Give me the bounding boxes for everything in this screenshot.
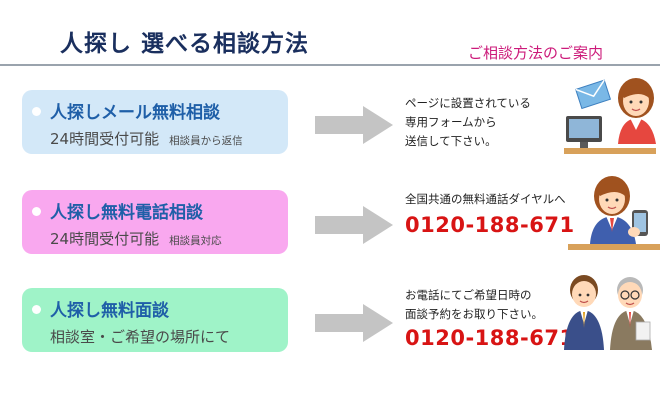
- mail-consult-button[interactable]: 人探しメール無料相談 24時間受付可能相談員から返信: [22, 90, 288, 154]
- hours-text: 24時間受付可能: [50, 230, 160, 248]
- header-divider: [0, 64, 660, 66]
- right-arrow-icon: [315, 304, 393, 342]
- info-line: 面談予約をお取り下さい。: [405, 307, 543, 321]
- info-line: 専用フォームから: [405, 115, 497, 129]
- method-row-mail: 人探しメール無料相談 24時間受付可能相談員から返信 ページに設置されている 専…: [0, 78, 660, 176]
- phone-instructions: 全国共通の無料通話ダイヤルへ 0120-188-671: [405, 190, 575, 237]
- meeting-consult-button[interactable]: 人探し無料面談 相談室・ご希望の場所にて: [22, 288, 288, 352]
- method-note: 相談員から返信: [169, 135, 243, 147]
- method-hours: 相談室・ご希望の場所にて: [50, 328, 231, 346]
- info-line: 全国共通の無料通話ダイヤルへ: [405, 192, 566, 206]
- right-arrow-icon: [315, 106, 393, 144]
- method-title: 人探しメール無料相談: [50, 103, 220, 123]
- right-arrow-icon: [315, 206, 393, 244]
- method-hours: 24時間受付可能相談員から返信: [50, 128, 243, 149]
- phone-number-link[interactable]: 0120-188-671: [405, 213, 575, 237]
- consultants-illustration: [564, 275, 652, 350]
- page-title: 人探し 選べる相談方法: [60, 31, 310, 57]
- method-row-phone: 人探し無料電話相談 24時間受付可能相談員対応 全国共通の無料通話ダイヤルへ 0…: [0, 176, 660, 276]
- bullet-icon: [32, 305, 41, 314]
- phone-consult-button[interactable]: 人探し無料電話相談 24時間受付可能相談員対応: [22, 190, 288, 254]
- mail-instructions: ページに設置されている 専用フォームから 送信して下さい。: [405, 94, 531, 151]
- operator-with-phone-illustration: [568, 176, 660, 250]
- method-title: 人探し無料面談: [50, 301, 169, 321]
- info-line: 送信して下さい。: [405, 134, 497, 148]
- bullet-icon: [32, 207, 41, 216]
- method-hours: 24時間受付可能相談員対応: [50, 228, 222, 249]
- method-title: 人探し無料電話相談: [50, 203, 203, 223]
- method-note: 相談員対応: [169, 235, 222, 247]
- phone-number-link[interactable]: 0120-188-671: [405, 326, 575, 350]
- info-line: お電話にてご希望日時の: [405, 288, 532, 302]
- header: 人探し 選べる相談方法 ご相談方法のご案内: [0, 0, 660, 66]
- page-subtitle: ご相談方法のご案内: [468, 44, 604, 62]
- bullet-icon: [32, 107, 41, 116]
- meeting-instructions: お電話にてご希望日時の 面談予約をお取り下さい。 0120-188-671: [405, 286, 575, 350]
- info-line: ページに設置されている: [405, 96, 531, 110]
- hours-text: 24時間受付可能: [50, 130, 160, 148]
- method-row-meeting: 人探し無料面談 相談室・ご希望の場所にて お電話にてご希望日時の 面談予約をお取…: [0, 275, 660, 374]
- operator-with-computer-illustration: [564, 78, 656, 154]
